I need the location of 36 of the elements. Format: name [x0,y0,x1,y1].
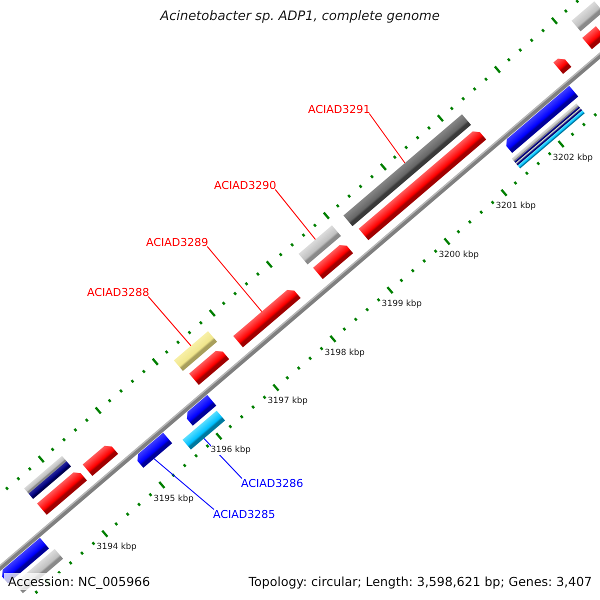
gene-label: ACIAD3285 [213,508,276,520]
directional-gene-block [82,446,118,476]
directional-gene-block [313,245,354,280]
directional-gene-block [186,394,216,426]
gene-label: ACIAD3288 [87,286,150,298]
scale-label: 3197 kbp [268,396,308,406]
scale-label: 3199 kbp [382,298,422,309]
scale-label: 3201 kbp [496,201,536,212]
scale-label: 3196 kbp [210,444,251,455]
scale-label: 3202 kbp [552,152,593,163]
gene-label: ACIAD3286 [241,476,304,490]
directional-gene-block [189,350,230,386]
genome-stats-text: Topology: circular; Length: 3,598,621 bp; Genes: 3,407 [248,574,592,589]
directional-gene-block [233,290,301,348]
scale-label: 3195 kbp [154,494,194,504]
gene-label: ACIAD3290 [214,178,276,192]
scale-label: 3198 kbp [324,348,365,358]
directional-gene-block [137,432,172,468]
gene-block [24,456,72,499]
gene-block [582,26,600,50]
gene-block [174,331,218,372]
gene-block [298,225,342,265]
leader-line [274,189,316,240]
leader-line [368,113,406,164]
directional-gene-block [37,472,88,515]
scale-label: 3200 kbp [438,250,479,260]
leader-line [148,296,192,346]
scale-label: 3194 kbp [96,542,137,552]
directional-gene-block [553,58,572,74]
gene-block [343,114,472,226]
directional-gene-block [358,131,486,240]
gene-label: ACIAD3289 [146,236,208,248]
directional-gene-block [506,86,578,153]
leader-line [206,246,262,312]
diagram-title: Acinetobacter sp. ADP1, complete genome [158,9,441,24]
gene-label: ACIAD3291 [308,102,370,116]
